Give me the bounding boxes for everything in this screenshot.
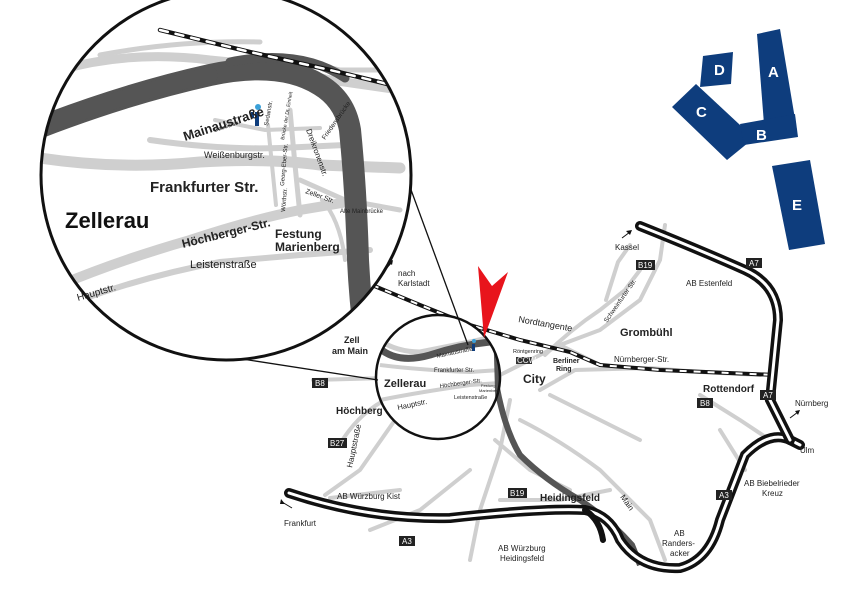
small-zellerau-label: Zellerau: [384, 378, 426, 390]
svg-text:A7: A7: [763, 391, 773, 400]
shield-a3-west: A3: [399, 536, 415, 546]
small-festung-line1: Festung: [481, 383, 495, 388]
arrow-ulm-icon: [791, 441, 799, 449]
place-ab-randers-line1: AB: [674, 529, 685, 538]
detail-festung-line1: Festung: [275, 227, 322, 241]
building-d: [700, 52, 733, 87]
big-detail-circle: [39, 0, 413, 362]
place-nurnberg: Nürnberg: [795, 399, 828, 408]
road-shields: B8 B8 B27 B19 B19 A3 A3 A7: [312, 258, 776, 546]
place-ab-kist: AB Würzburg Kist: [337, 492, 401, 501]
building-e-label: E: [792, 197, 802, 214]
place-ab-heid-line2: Heidingsfeld: [500, 554, 544, 563]
building-a: [757, 29, 797, 137]
detail-worthstr-label: Wörthstr.: [281, 187, 289, 212]
place-nordtangente: Nordtangente: [518, 314, 573, 333]
place-zell-line2: am Main: [332, 346, 368, 356]
place-hochberg: Höchberg: [336, 406, 383, 417]
svg-text:B19: B19: [510, 489, 525, 498]
place-city: City: [523, 372, 546, 386]
place-frankfurt: Frankfurt: [284, 519, 317, 528]
detail-sedanstr-label: Sedanstr.: [264, 100, 274, 126]
small-festung-line2: Marienberg: [479, 388, 499, 393]
company-location-icon: [251, 104, 261, 126]
svg-text:B19: B19: [638, 261, 653, 270]
svg-text:CCW: CCW: [517, 356, 537, 365]
badge-ccw: CCW: [516, 356, 537, 365]
detail-zellerau-label: Zellerau: [65, 208, 149, 233]
building-d-label: D: [714, 62, 725, 79]
place-ab-estenfeld: AB Estenfeld: [686, 279, 732, 288]
place-ulm: Ulm: [800, 446, 815, 455]
small-frankfurter-label: Frankfurter Str.: [434, 368, 474, 374]
place-rontgenring: Röntgenring: [513, 349, 543, 355]
detail-leistenstr-label: Leistenstraße: [190, 259, 257, 271]
place-kassel: Kassel: [615, 243, 639, 252]
detail-festung-line2: Marienberg: [275, 240, 340, 254]
motorways: [284, 221, 805, 574]
building-c-label: C: [696, 104, 707, 121]
railway: [371, 283, 776, 377]
place-ab-randers-line2: Randers-: [662, 539, 695, 548]
place-berliner-line1: Berliner: [553, 358, 580, 365]
location-arrow-icon: [478, 266, 508, 338]
svg-text:B8: B8: [700, 399, 710, 408]
place-nach-line2: Karlstadt: [398, 279, 430, 288]
place-ab-biebel-line2: Kreuz: [762, 489, 783, 498]
place-nurnbergerstr: Nürnberger-Str.: [614, 355, 669, 364]
place-main-river: Main: [618, 493, 635, 512]
place-nach-line1: nach: [398, 269, 415, 278]
shield-b19-north: B19: [636, 260, 655, 270]
place-grombuhl: Grombühl: [620, 327, 673, 339]
building-b-label: B: [756, 127, 767, 144]
small-hochberger-label: Höchberger-Str.: [439, 378, 482, 390]
shield-b19-south: B19: [508, 488, 527, 498]
building-c: [672, 84, 754, 160]
building-a-label: A: [768, 64, 779, 81]
company-location-small-icon: [472, 339, 476, 351]
building-e: [772, 160, 825, 250]
svg-text:A3: A3: [402, 537, 412, 546]
detail-frankfurterstr-label: Frankfurter Str.: [150, 179, 258, 196]
detail-georgeberstr-label: Georg-Eber-Str.: [280, 143, 290, 186]
arrow-karlstadt-icon: [384, 260, 393, 271]
place-zell-line1: Zell: [344, 335, 360, 345]
place-ab-heid-line1: AB Würzburg: [498, 544, 546, 553]
arrow-nurnberg-icon: [789, 410, 800, 419]
place-heidingsfeld: Heidingsfeld: [540, 493, 600, 504]
shield-a7-south: A7: [760, 390, 776, 400]
shield-a7-north: A7: [746, 258, 762, 268]
shield-b27: B27: [328, 438, 347, 448]
shield-a3-east: A3: [716, 490, 732, 500]
place-rottendorf: Rottendorf: [703, 384, 755, 395]
svg-text:B27: B27: [330, 439, 345, 448]
svg-text:A3: A3: [719, 491, 729, 500]
building-plan: A D C B E: [672, 29, 825, 250]
arrow-frankfurt-icon: [280, 499, 293, 509]
svg-text:B8: B8: [315, 379, 325, 388]
place-berliner-line2: Ring: [556, 366, 572, 373]
shield-b8-east: B8: [697, 398, 713, 408]
detail-weissenburgstr-label: Weißenburgstr.: [204, 150, 265, 160]
small-leisten-label: Leistenstraße: [454, 395, 487, 401]
svg-text:A7: A7: [749, 259, 759, 268]
place-ab-biebel-line1: AB Biebelrieder: [744, 479, 800, 488]
arrow-kassel-icon: [621, 230, 632, 239]
place-ab-randers-line3: acker: [670, 549, 690, 558]
detail-altemainbrucke-label: Alte Mainbrücke: [340, 209, 384, 215]
building-b: [740, 114, 798, 145]
shield-b8-west: B8: [312, 378, 328, 388]
